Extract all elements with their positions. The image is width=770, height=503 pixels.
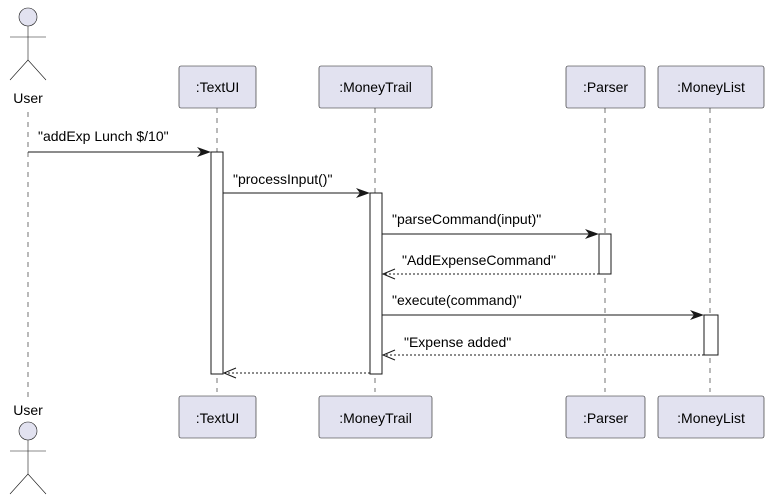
message-3: "parseCommand(input)" [382, 211, 599, 239]
message-2: "processInput()" [223, 171, 370, 198]
arrow-head-icon [585, 229, 599, 239]
participant-textui-bottom: :TextUI [178, 395, 257, 439]
return-arrow-icon [381, 349, 396, 361]
participant-textui-top: :TextUI [178, 65, 257, 109]
svg-text:"execute(command)": "execute(command)" [392, 292, 522, 308]
participant-moneytrail-bottom: :MoneyTrail [318, 395, 433, 439]
return-arrow-icon [381, 268, 396, 280]
user-actor-bottom: User [9, 402, 47, 495]
arrow-head-icon [690, 310, 704, 320]
actor-head-icon [18, 421, 38, 441]
svg-text:"addExp Lunch $/10": "addExp Lunch $/10" [38, 128, 169, 144]
participant-moneylist-bottom: :MoneyList [657, 395, 765, 439]
arrow-head-icon [197, 147, 211, 157]
message-4: "AddExpenseCommand" [381, 252, 599, 280]
svg-text::TextUI: :TextUI [196, 79, 240, 95]
svg-text::MoneyTrail: :MoneyTrail [339, 410, 412, 426]
user-label-top: User [13, 90, 43, 106]
arrow-head-icon [356, 188, 370, 198]
svg-text:"parseCommand(input)": "parseCommand(input)" [392, 211, 541, 227]
svg-text::MoneyList: :MoneyList [677, 79, 745, 95]
svg-text::MoneyTrail: :MoneyTrail [339, 79, 412, 95]
svg-text:"Expense added": "Expense added" [404, 334, 511, 350]
participant-parser-top: :Parser [565, 65, 646, 109]
moneytrail-activation [369, 192, 383, 375]
svg-text::MoneyList: :MoneyList [677, 410, 745, 426]
return-arrow-icon [222, 367, 237, 379]
svg-text:"processInput()": "processInput()" [233, 171, 332, 187]
user-label-bottom: User [13, 402, 43, 418]
message-6: "Expense added" [381, 334, 704, 361]
parser-activation [598, 233, 612, 275]
svg-text::TextUI: :TextUI [196, 410, 240, 426]
svg-text:"AddExpenseCommand": "AddExpenseCommand" [402, 252, 556, 268]
participant-moneytrail-top: :MoneyTrail [318, 65, 433, 109]
moneylist-activation [703, 314, 719, 356]
svg-text::Parser: :Parser [583, 410, 628, 426]
message-5: "execute(command)" [382, 292, 704, 320]
user-actor-top: User [9, 7, 47, 106]
textui-activation [210, 151, 224, 375]
participant-moneylist-top: :MoneyList [657, 65, 765, 109]
participant-parser-bottom: :Parser [565, 395, 646, 439]
message-7 [222, 367, 370, 379]
actor-head-icon [18, 7, 38, 27]
svg-text::Parser: :Parser [583, 79, 628, 95]
message-1: "addExp Lunch $/10" [28, 128, 211, 157]
